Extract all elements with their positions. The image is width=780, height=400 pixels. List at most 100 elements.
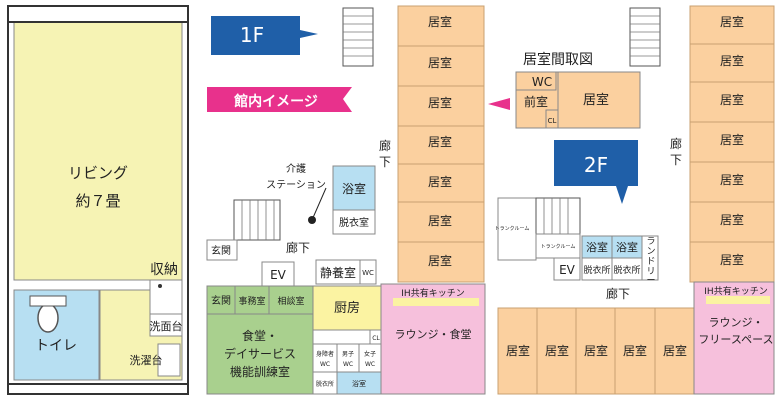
ev-2f-label: EV bbox=[559, 263, 576, 277]
storage-label: 収納 bbox=[150, 262, 178, 278]
image-tag bbox=[207, 87, 352, 112]
dressing2-2f-label: 脱衣所 bbox=[613, 264, 640, 276]
washbasin-label: 洗面台 bbox=[150, 319, 183, 333]
room-2f-r3: 居室 bbox=[720, 92, 744, 107]
dressing-1f bbox=[332, 209, 376, 235]
room-2f-b2: 居室 bbox=[545, 343, 569, 358]
room-2f-b4: 居室 bbox=[623, 343, 647, 358]
room-1f-5: 居室 bbox=[428, 174, 452, 189]
office-1f-label: 事務室 bbox=[238, 295, 265, 307]
trunk-room2-2f-label: トランクルーム bbox=[541, 244, 576, 250]
lounge-1f-label: ラウンジ・食堂 bbox=[395, 327, 472, 341]
corridor-2f-v-a: 廊 bbox=[670, 136, 682, 151]
room-1f-1: 居室 bbox=[428, 14, 452, 29]
male-wc-1f-label-2: WC bbox=[343, 361, 353, 368]
toilet-bowl-icon bbox=[37, 303, 59, 333]
ih-kitchen-2f-label: IH共有キッチン bbox=[704, 285, 767, 297]
unit-plan: リビング 約７畳 収納 洗面台 トイレ 洗濯台 bbox=[7, 5, 189, 395]
washbasin-box bbox=[149, 313, 183, 337]
toilet-tank-icon bbox=[29, 295, 67, 307]
room-2f-r6: 居室 bbox=[720, 212, 744, 227]
bath-1f-label: 浴室 bbox=[342, 181, 366, 196]
dressing1-2f-label: 脱衣所 bbox=[583, 264, 610, 276]
ev-1f-label: EV bbox=[270, 268, 287, 282]
room-layout: 居室間取図 WC 前室 居室 CL bbox=[488, 51, 641, 129]
corridor-1f-v-b: 下 bbox=[379, 155, 391, 169]
accessible-wc-1f-label-1: 身障者 bbox=[316, 350, 334, 358]
rooms-1f bbox=[397, 5, 485, 283]
floor-2: 居室 居室 居室 居室 居室 居室 居室 廊 下 トランクルーム トランクルーム… bbox=[495, 5, 775, 395]
stairs-2f-left bbox=[535, 197, 581, 235]
floor-1f-badge-label: 1F bbox=[240, 23, 264, 47]
living-area bbox=[13, 21, 183, 281]
entrance2-1f-label: 玄関 bbox=[211, 294, 231, 307]
trunk-room-2f-label: トランクルーム bbox=[495, 226, 530, 232]
room-1f-4: 居室 bbox=[428, 134, 452, 149]
room-layout-wc: WC bbox=[532, 75, 552, 89]
corridor-2f-h: 廊下 bbox=[606, 286, 630, 301]
toilet-label: トイレ bbox=[35, 338, 77, 354]
entrance-1f bbox=[206, 239, 238, 261]
room-2f-r2: 居室 bbox=[720, 53, 744, 68]
floor-2f-badge bbox=[554, 140, 638, 204]
storage-box bbox=[149, 279, 183, 315]
room-2f-r4: 居室 bbox=[720, 132, 744, 147]
kitchen-1f-label: 厨房 bbox=[334, 300, 360, 316]
image-tag-label: 館内イメージ bbox=[233, 93, 318, 110]
male-wc-1f-label-1: 男子 bbox=[342, 351, 354, 358]
room-2f-r1: 居室 bbox=[720, 14, 744, 29]
washer-box bbox=[157, 343, 181, 377]
ih-kitchen-counter-2f bbox=[706, 296, 770, 304]
room-layout-front: 前室 bbox=[524, 94, 548, 109]
laundry-2f bbox=[641, 235, 659, 281]
trunk-room2-2f bbox=[535, 233, 581, 259]
dining-1f-label-2: デイサービス bbox=[224, 346, 296, 361]
female-wc-1f-label-1: 女子 bbox=[364, 350, 376, 358]
ih-kitchen-counter-1f bbox=[393, 298, 479, 306]
lounge-2f-label-2: フリースペース bbox=[698, 333, 773, 346]
room-2f-r5: 居室 bbox=[720, 172, 744, 187]
entrance-1f-label: 玄関 bbox=[211, 244, 231, 257]
room-2f-b3: 居室 bbox=[584, 343, 608, 358]
laundry-2f-label: ランドリー bbox=[646, 236, 655, 286]
ih-kitchen-1f-label: IH共有キッチン bbox=[401, 287, 464, 299]
stairs-1f-top bbox=[342, 7, 374, 67]
washer-label: 洗濯台 bbox=[130, 353, 163, 367]
bath1-2f-label: 浴室 bbox=[586, 240, 608, 254]
room-layout-pointer-icon bbox=[488, 98, 510, 110]
corridor-1f-h: 廊下 bbox=[286, 240, 310, 255]
room-layout-room: 居室 bbox=[583, 92, 609, 108]
wc-1f bbox=[359, 259, 377, 285]
lounge-2f-label-1: ラウンジ・ bbox=[709, 316, 764, 329]
wc-1f-label: WC bbox=[362, 269, 374, 277]
bath2-2f-label: 浴室 bbox=[616, 240, 638, 254]
storage-marker-icon bbox=[158, 284, 162, 288]
room-1f-3: 居室 bbox=[428, 95, 452, 110]
dressing-small-1f-label: 脱衣所 bbox=[316, 380, 334, 388]
nurse-station-label-1: 介護 bbox=[286, 162, 306, 175]
room-layout-cl: CL bbox=[548, 117, 557, 125]
room-1f-6: 居室 bbox=[428, 213, 452, 228]
kitchen-1f bbox=[312, 285, 382, 331]
living-size-label: 約７畳 bbox=[75, 192, 120, 210]
dining-1f-label-1: 食堂・ bbox=[242, 328, 278, 343]
corridor-1f-v-a: 廊 bbox=[379, 138, 391, 153]
ev-2f bbox=[553, 257, 581, 281]
room-2f-r7: 居室 bbox=[720, 252, 744, 267]
room-2f-b1: 居室 bbox=[506, 343, 530, 358]
rest-room-1f bbox=[315, 259, 361, 285]
rooms-2f-bottom bbox=[497, 307, 695, 395]
rooms-2f-right bbox=[689, 5, 775, 283]
room-1f-2: 居室 bbox=[428, 55, 452, 70]
corridor-2f-v-b: 下 bbox=[670, 153, 682, 167]
female-wc-1f-label-2: WC bbox=[365, 361, 375, 368]
nurse-station-label-2: ステーション bbox=[266, 180, 326, 191]
floor-1: 居室 居室 居室 居室 居室 居室 居室 廊 下 浴室 脱衣室 介護 ステーショ… bbox=[206, 5, 486, 395]
bath-small-1f-label: 浴室 bbox=[352, 379, 366, 388]
floor-2f-badge-label: 2F bbox=[584, 153, 608, 177]
floor-1f-badge bbox=[211, 16, 318, 55]
stairs-1f-left bbox=[233, 199, 281, 241]
room-layout-title: 居室間取図 bbox=[523, 51, 593, 68]
consult-1f-label: 相談室 bbox=[277, 295, 304, 307]
